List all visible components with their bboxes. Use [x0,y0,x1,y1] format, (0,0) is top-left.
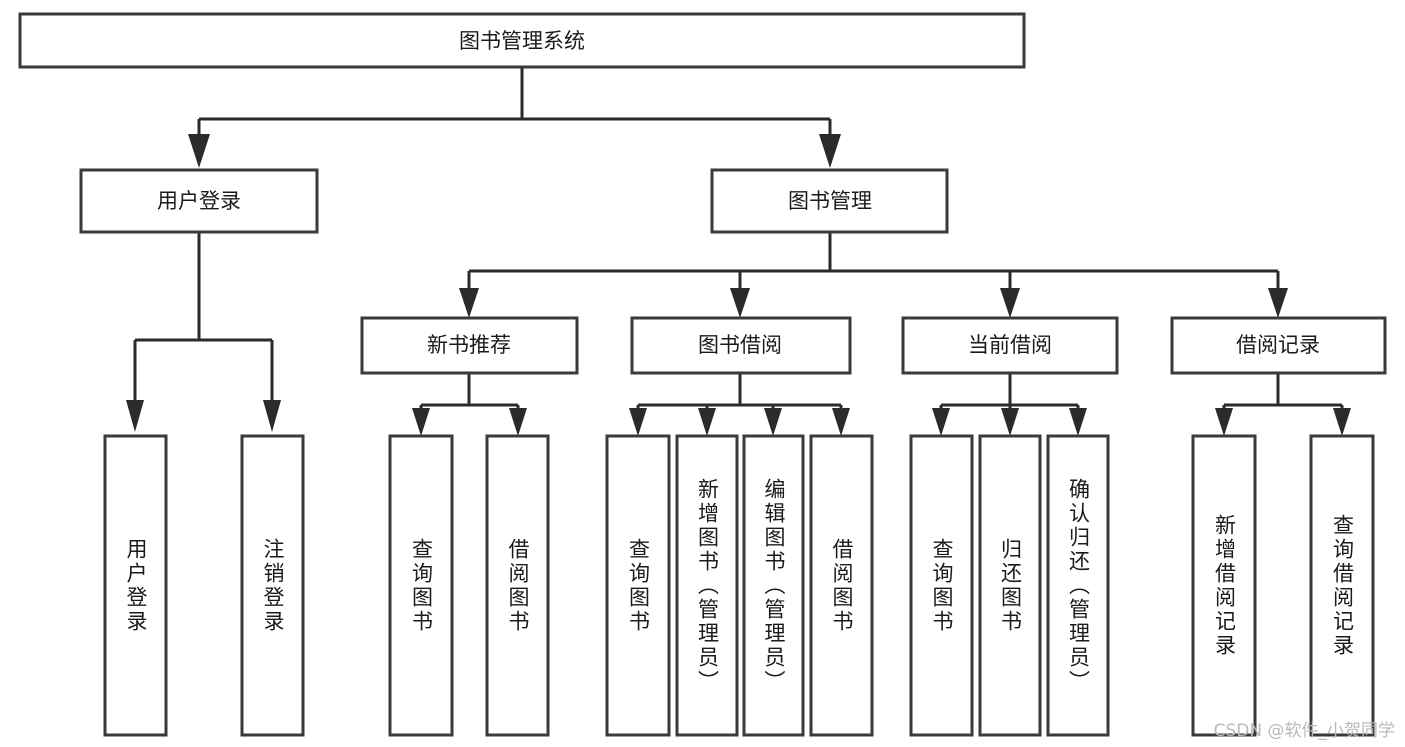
leaf-box-current-borrow-1[interactable] [909,434,974,737]
node-current-borrow-box[interactable] [901,316,1119,375]
leaf-boxes-current-borrow [909,434,1110,737]
node-root[interactable]: 图书管理系统 [18,12,1026,69]
arrow-head-new-book [459,288,479,318]
node-book-management[interactable]: 图书管理 [710,168,949,234]
node-borrow-record-box[interactable] [1170,316,1387,375]
node-borrow-record[interactable]: 借阅记录 [1170,316,1387,375]
connector-group-bookmgmt [459,232,1288,318]
leaf-box-user-login-1[interactable] [103,434,168,737]
leaf-box-book-borrow-1[interactable] [605,434,671,737]
node-book-borrow-box[interactable] [630,316,852,375]
node-book-management-label: 图书管理 [788,189,872,213]
arrow-head-current-borrow [1000,288,1020,318]
node-root-box[interactable] [18,12,1026,69]
arrow-head-leaf-bookborrow-4 [832,408,850,436]
connector-group-borrowrecord [1215,373,1351,436]
node-book-management-box[interactable] [710,168,949,234]
connector-group-bookborrow [629,373,850,436]
node-book-borrow[interactable]: 图书借阅 [630,316,852,375]
csdn-watermark: CSDN @软件_小贺同学 [1213,721,1395,741]
leaf-box-book-borrow-4[interactable] [809,434,874,737]
leaf-box-new-book-1[interactable] [388,434,454,737]
leaf-boxes-borrow-record [1191,434,1375,737]
leaf-boxes-new-book-recommend [388,434,550,737]
leaf-box-book-borrow-3[interactable] [742,434,805,737]
node-root-label: 图书管理系统 [459,29,585,53]
leaf-box-user-login-2[interactable] [240,434,305,737]
node-new-book-recommend[interactable]: 新书推荐 [360,316,579,375]
node-current-borrow[interactable]: 当前借阅 [901,316,1119,375]
arrow-head-leaf-bookborrow-2 [698,408,716,436]
node-borrow-record-label: 借阅记录 [1236,333,1320,357]
leaf-boxes-user-login [103,434,305,737]
arrow-head-leaf-bookborrow-3 [764,408,782,436]
arrow-head-leaf-borrowrecord-1 [1215,408,1233,436]
connector-group-userlogin [126,232,281,432]
arrow-head-leaf-newbook-1 [412,408,430,436]
arrow-head-userlogin [188,134,210,168]
arrow-head-book-borrow [730,288,750,318]
connector-group-newbook [412,373,527,436]
arrow-head-leaf-bookborrow-1 [629,408,647,436]
leaf-box-current-borrow-2[interactable] [978,434,1042,737]
leaf-box-borrow-record-1[interactable] [1191,434,1257,737]
arrow-head-leaf-currentborrow-1 [932,408,950,436]
connector-group-root [188,67,841,168]
leaf-box-current-borrow-3[interactable] [1046,434,1110,737]
arrow-head-leaf-user-login-2 [263,400,281,432]
node-current-borrow-label: 当前借阅 [968,333,1052,357]
node-book-borrow-label: 图书借阅 [698,333,782,357]
connector-group-currentborrow [932,373,1087,436]
node-user-login[interactable]: 用户登录 [79,168,319,234]
leaf-boxes-book-borrow [605,434,874,737]
arrow-head-leaf-newbook-2 [509,408,527,436]
arrow-head-leaf-user-login-1 [126,400,144,432]
leaf-box-new-book-2[interactable] [485,434,550,737]
node-new-book-recommend-box[interactable] [360,316,579,375]
node-user-login-label: 用户登录 [157,189,241,213]
leaf-box-borrow-record-2[interactable] [1309,434,1375,737]
arrow-head-borrow-record [1268,288,1288,318]
arrow-head-leaf-currentborrow-3 [1069,408,1087,436]
leaf-box-book-borrow-2[interactable] [675,434,739,737]
node-new-book-recommend-label: 新书推荐 [427,333,511,357]
node-user-login-box[interactable] [79,168,319,234]
arrow-head-leaf-borrowrecord-2 [1333,408,1351,436]
arrow-head-bookmgmt [819,134,841,168]
arrow-head-leaf-currentborrow-2 [1001,408,1019,436]
